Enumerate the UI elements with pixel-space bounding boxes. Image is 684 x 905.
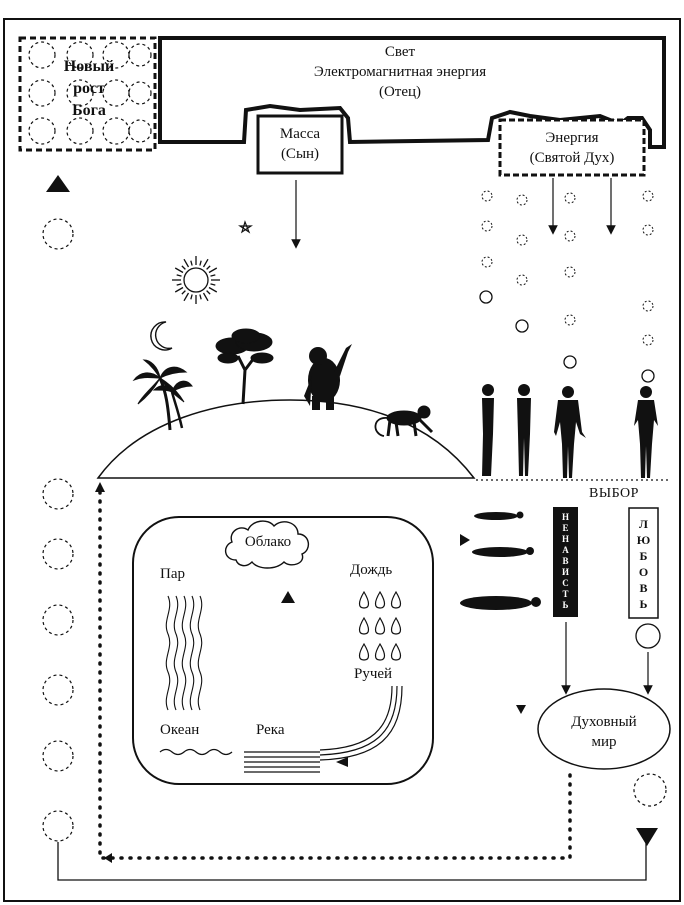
- triangle-down-icon: [636, 828, 658, 846]
- hatred-letter: В: [553, 556, 578, 567]
- light-line2: Электромагнитная энергия: [250, 62, 550, 82]
- sun-icon: [172, 256, 220, 304]
- love-letter: Б: [629, 548, 658, 564]
- ocean-label: Океан: [160, 722, 220, 739]
- triangle-down-icon: [516, 705, 526, 714]
- mass-line1: Масса: [258, 124, 342, 144]
- spiritual-line1: Духовный: [538, 712, 670, 732]
- hatred-letter: С: [553, 578, 578, 589]
- steam-label: Пар: [160, 566, 210, 583]
- star-icon: [240, 222, 251, 232]
- god-growth-line3: Бога: [40, 100, 138, 122]
- hatred-letter: Ь: [553, 600, 578, 611]
- light-label: Свет Электромагнитная энергия (Отец): [250, 42, 550, 102]
- lying-figures: [460, 512, 541, 611]
- outer-return-line: [58, 840, 646, 880]
- mass-line2: (Сын): [258, 144, 342, 164]
- triangle-up-icon: [95, 482, 105, 492]
- hatred-letter: Н: [553, 534, 578, 545]
- god-growth-label: Новый рост Бога: [40, 56, 138, 122]
- love-circle: [636, 624, 660, 648]
- love-letter: Л: [629, 516, 658, 532]
- spiritual-world-label: Духовный мир: [538, 712, 670, 752]
- hatred-letter: И: [553, 567, 578, 578]
- energy-label: Энергия (Святой Дух): [500, 128, 644, 168]
- energy-line1: Энергия: [500, 128, 644, 148]
- stream-label: Ручей: [354, 666, 414, 683]
- love-letter: Ь: [629, 596, 658, 612]
- god-growth-line1: Новый: [40, 56, 138, 78]
- hatred-letter: А: [553, 545, 578, 556]
- rain-label: Дождь: [350, 562, 410, 579]
- god-growth-line2: рост: [40, 78, 138, 100]
- cloud-label: Облако: [226, 534, 310, 551]
- triangle-right-icon: [460, 534, 470, 546]
- solid-drops: [480, 291, 654, 382]
- spirit-drops: [482, 191, 653, 345]
- love-letter: Ю: [629, 532, 658, 548]
- acacia-tree-icon: [216, 329, 273, 404]
- choice-label: ВЫБОР: [574, 486, 654, 502]
- river-label: Река: [256, 722, 316, 739]
- hatred-letter: Н: [553, 512, 578, 523]
- hatred-letter: Т: [553, 589, 578, 600]
- spiritual-line2: мир: [538, 732, 670, 752]
- human-figure-icon: [482, 384, 658, 478]
- love-letter: В: [629, 580, 658, 596]
- light-line3: (Отец): [250, 82, 550, 102]
- triangle-up-icon: [46, 175, 70, 192]
- triangle-left-icon: [104, 853, 112, 863]
- light-line1: Свет: [250, 42, 550, 62]
- mass-label: Масса (Сын): [258, 124, 342, 164]
- moon-icon: [151, 322, 172, 350]
- energy-line2: (Святой Дух): [500, 148, 644, 168]
- love-letter: О: [629, 564, 658, 580]
- hatred-letter: Е: [553, 523, 578, 534]
